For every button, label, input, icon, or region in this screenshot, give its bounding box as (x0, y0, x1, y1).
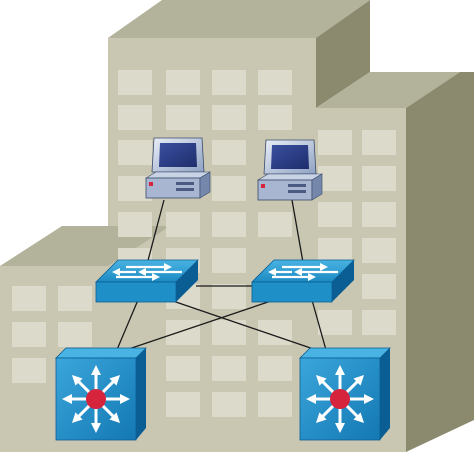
workstation-icon (256, 139, 324, 201)
workstation-icon (144, 137, 212, 199)
link-switch2-core2 (311, 299, 327, 351)
right-block-side (406, 72, 474, 452)
link-switch1-core2 (169, 299, 335, 357)
link-switch1-core1 (115, 299, 139, 353)
right-block-roof (316, 72, 460, 108)
switch-icon (251, 259, 355, 303)
link-pc1-switch1 (145, 199, 165, 269)
multilayer-switch-icon (299, 347, 391, 441)
network-links (107, 199, 335, 357)
switch-icon (95, 259, 199, 303)
link-pc2-switch2 (291, 199, 305, 269)
link-switch2-core1 (107, 299, 275, 357)
tower-roof (108, 0, 370, 38)
multilayer-switch-icon (55, 347, 147, 441)
